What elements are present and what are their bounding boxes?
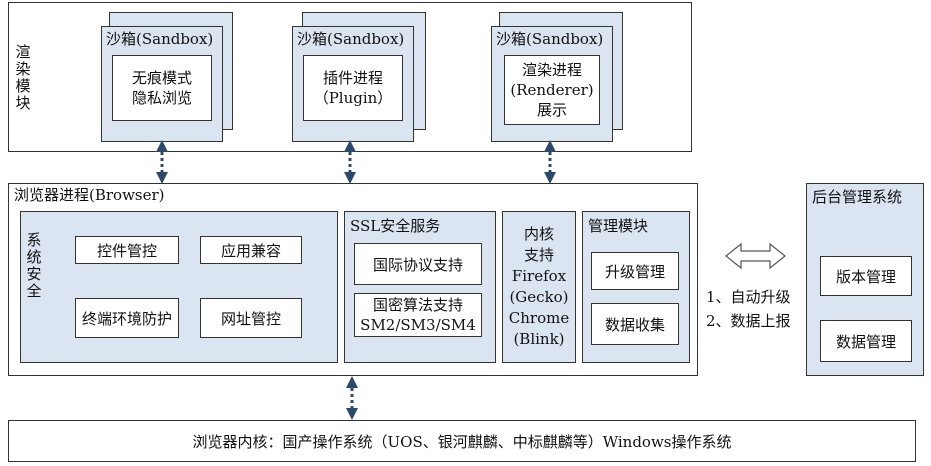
ssl-item: 国密算法支持 SM2/SM3/SM4 bbox=[354, 293, 482, 337]
sandbox-line: （Plugin） bbox=[313, 89, 393, 107]
management-item: 升级管理 bbox=[591, 252, 679, 290]
security-item: 控件管控 bbox=[75, 236, 179, 264]
link-label-report: 2、数据上报 bbox=[706, 312, 791, 330]
sandbox-card-2: 沙箱(Sandbox) 插件进程 （Plugin） bbox=[292, 26, 414, 142]
sandbox-content-3: 渲染进程 (Renderer) 展示 bbox=[504, 55, 600, 125]
backend-item: 版本管理 bbox=[820, 256, 912, 296]
kernel-line: 内核 bbox=[523, 225, 554, 243]
sandbox-content-1: 无痕模式 隐私浏览 bbox=[112, 55, 212, 121]
ssl-item: 国际协议支持 bbox=[354, 243, 482, 285]
system-security-label: 系统安全 bbox=[26, 231, 42, 300]
sandbox-line: 展示 bbox=[536, 101, 567, 119]
ssl-service-title: SSL安全服务 bbox=[350, 217, 441, 235]
browser-kernel-bar: 浏览器内核：国产操作系统（UOS、银河麒麟、中标麒麟等）Windows操作系统 bbox=[8, 420, 916, 462]
kernel-line: (Gecko) bbox=[509, 288, 569, 306]
sandbox-line: (Renderer) bbox=[510, 81, 594, 99]
link-label-upgrade: 1、自动升级 bbox=[706, 288, 791, 306]
kernel-line: 支持 bbox=[523, 246, 554, 264]
sandbox-line: 无痕模式 bbox=[131, 69, 192, 87]
sandbox-card-3: 沙箱(Sandbox) 渲染进程 (Renderer) 展示 bbox=[491, 26, 613, 142]
ssl-service-panel bbox=[344, 211, 496, 363]
sandbox-header-1: 沙箱(Sandbox) bbox=[106, 30, 214, 48]
management-item: 数据收集 bbox=[591, 303, 679, 345]
backend-item: 数据管理 bbox=[820, 320, 912, 362]
ssl-item-line: SM2/SM3/SM4 bbox=[360, 316, 476, 334]
kernel-line: Chrome bbox=[508, 309, 570, 327]
kernel-support-panel: 内核 支持 Firefox (Gecko) Chrome (Blink) bbox=[502, 211, 576, 363]
double-arrow-browser-backend bbox=[725, 242, 786, 270]
browser-process-title: 浏览器进程(Browser) bbox=[14, 186, 165, 204]
management-module-title: 管理模块 bbox=[588, 217, 649, 235]
backend-system-title: 后台管理系统 bbox=[812, 188, 903, 206]
sandbox-line: 渲染进程 bbox=[521, 61, 582, 79]
sandbox-line: 插件进程 bbox=[322, 69, 383, 87]
sandbox-line: 隐私浏览 bbox=[131, 89, 192, 107]
security-item: 网址管控 bbox=[200, 298, 302, 338]
ssl-item-line: 国密算法支持 bbox=[372, 296, 463, 314]
ssl-item-line: 国际协议支持 bbox=[372, 255, 463, 274]
render-module-label: 渲染模块 bbox=[15, 43, 31, 112]
sandbox-header-2: 沙箱(Sandbox) bbox=[297, 30, 405, 48]
sandbox-header-3: 沙箱(Sandbox) bbox=[496, 30, 604, 48]
sandbox-content-2: 插件进程 （Plugin） bbox=[303, 55, 403, 121]
security-item: 终端环境防护 bbox=[75, 298, 179, 338]
kernel-line: (Blink) bbox=[513, 330, 565, 348]
kernel-line: Firefox bbox=[511, 267, 567, 285]
security-item: 应用兼容 bbox=[200, 236, 302, 264]
sandbox-card-1: 沙箱(Sandbox) 无痕模式 隐私浏览 bbox=[101, 26, 223, 142]
